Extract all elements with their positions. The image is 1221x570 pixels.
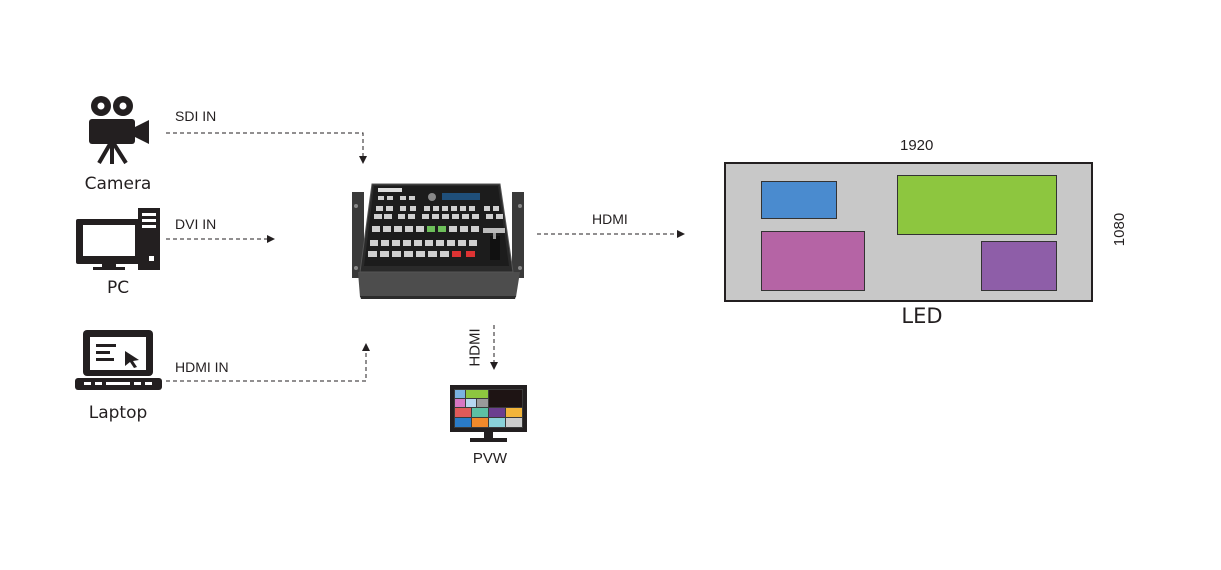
led-width-label: 1920 <box>900 137 934 154</box>
led-window-3 <box>761 231 865 291</box>
hdmi-in-label: HDMI IN <box>175 359 229 375</box>
led-window-2 <box>897 175 1057 235</box>
led-height-label: 1080 <box>1111 212 1129 247</box>
pc-label: PC <box>106 278 130 298</box>
sdi-in-label: SDI IN <box>175 108 217 124</box>
laptop-label: Laptop <box>88 403 148 423</box>
sdi-connection <box>166 132 367 164</box>
led-label: LED <box>901 304 943 328</box>
pvw-label: PVW <box>472 450 508 467</box>
hdmi-in-connection <box>166 343 370 382</box>
led-window-4 <box>981 241 1057 291</box>
camera-label: Camera <box>84 174 152 194</box>
led-window-1 <box>761 181 837 219</box>
hdmi-out-label: HDMI <box>592 211 628 227</box>
dvi-in-label: DVI IN <box>175 216 217 232</box>
led-screen <box>724 162 1093 302</box>
